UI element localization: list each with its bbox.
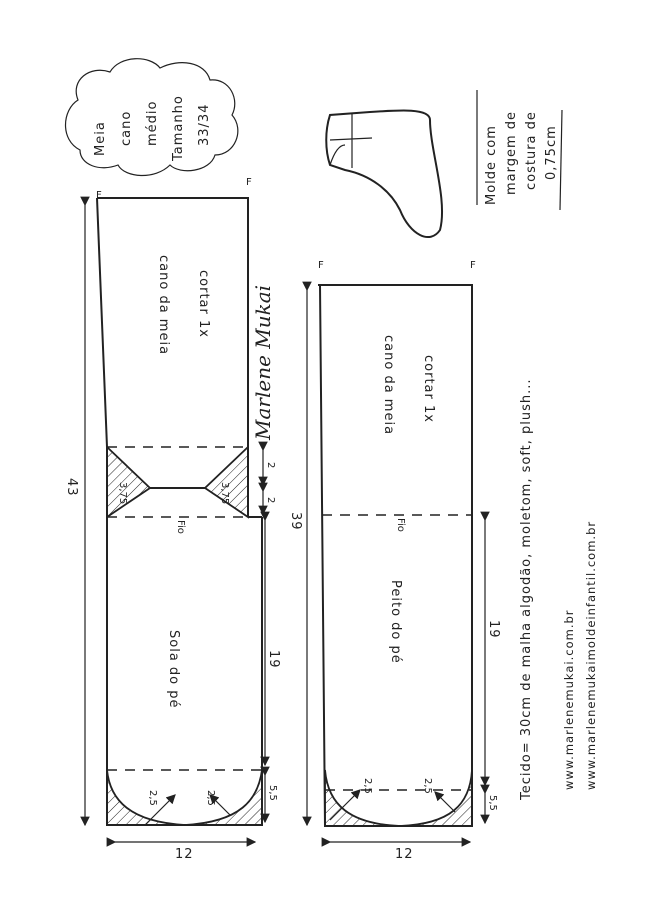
title-line: Meia <box>93 121 108 156</box>
dimension-gusset-half: 2 <box>265 497 276 503</box>
dimension-width: 12 <box>395 847 414 862</box>
grain-label: Fio <box>395 518 406 532</box>
dimension-gusset: 3,75 <box>219 482 230 504</box>
website-text: www.marlenemukaimoldeinfantil.com.br <box>584 521 598 790</box>
piece-label: cortar 1x <box>196 270 211 338</box>
title-line: cano <box>119 111 134 146</box>
dimension-gusset: 3,75 <box>117 482 128 504</box>
website-text: www.marlenemukai.com.br <box>562 609 576 790</box>
seam-allowance-note: Molde com margem de costura de 0,75cm <box>476 90 563 211</box>
fabric-note-text: Tecido= 30cm de malha algodão, moletom, … <box>519 378 534 801</box>
piece-label: Peito do pé <box>388 580 403 664</box>
seam-note-line: 0,75cm <box>544 125 559 180</box>
fold-mark: F <box>96 190 102 201</box>
fold-mark: F <box>470 260 476 271</box>
dimension-toe-height: 5,5 <box>267 785 278 801</box>
dimension-radius: 2,5 <box>205 790 216 806</box>
dimension-radius: 2,5 <box>422 778 433 794</box>
dimension-radius: 2,5 <box>362 778 373 794</box>
fold-mark: F <box>318 260 324 271</box>
piece-label: cortar 1x <box>421 355 436 423</box>
seam-note-line: costura de <box>524 111 539 190</box>
title-line: médio <box>145 101 160 146</box>
pattern-piece-instep: F F cano da meia cortar 1x Peito do pé F… <box>288 260 501 862</box>
dimension-total-length: 39 <box>288 512 303 531</box>
piece-label: Sola do pé <box>166 630 181 709</box>
dimension-toe-height: 5,5 <box>487 795 498 811</box>
title-line: 33/34 <box>197 104 212 146</box>
dimension-foot-length: 19 <box>486 620 501 639</box>
signature: Marlene Mukai <box>251 285 275 441</box>
fold-mark: F <box>246 177 252 188</box>
seam-note-line: Molde com <box>484 125 499 205</box>
piece-label: cano da meia <box>381 335 396 435</box>
dimension-total-length: 43 <box>64 478 79 497</box>
title-cloud: Meia cano médio Tamanho 33/34 <box>65 58 239 177</box>
piece-label: cano da meia <box>156 255 171 355</box>
fabric-note: Tecido= 30cm de malha algodão, moletom, … <box>519 378 534 801</box>
sock-illustration <box>325 109 444 239</box>
seam-note-line: margem de <box>504 111 519 195</box>
grain-label: Fio <box>175 520 186 534</box>
dimension-foot-length: 19 <box>266 650 281 669</box>
dimension-gusset-half: 2 <box>265 462 276 468</box>
signature-text: Marlene Mukai <box>251 285 275 441</box>
dimension-width: 12 <box>175 847 194 862</box>
website-list: www.marlenemukai.com.br www.marlenemukai… <box>562 521 598 790</box>
pattern-piece-sole: F F cano da meia cortar 1x Sola do pé Fi… <box>64 177 281 862</box>
title-line: Tamanho <box>171 95 186 162</box>
dimension-radius: 2,5 <box>147 790 158 806</box>
